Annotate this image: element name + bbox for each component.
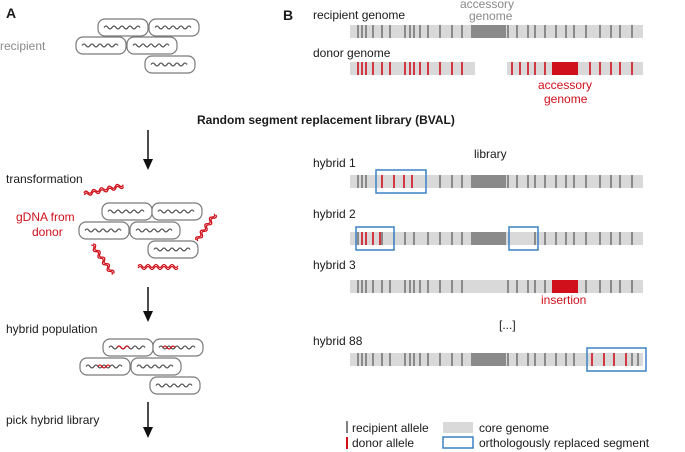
core-genome — [350, 62, 475, 75]
replaced-segment-box — [586, 347, 647, 372]
panel-b-label: B — [283, 7, 293, 23]
accessory-top-line1: accessory — [460, 0, 514, 11]
recipient-genome-track — [350, 25, 643, 38]
cell — [147, 240, 199, 259]
gdna-label-line1: gDNA from — [16, 210, 75, 224]
replaced-segment-box — [508, 226, 539, 251]
accessory-bottom-line2: genome — [544, 92, 588, 106]
cell — [78, 221, 130, 240]
hybrid-3-label: hybrid 3 — [313, 258, 356, 272]
cell — [129, 221, 181, 240]
gdna-strand — [91, 244, 114, 275]
pick-library-label: pick hybrid library — [6, 413, 99, 427]
cell — [148, 18, 200, 37]
chromosome — [84, 228, 122, 233]
accessory-segment — [552, 280, 578, 293]
gdna-strand — [196, 214, 217, 242]
replaced-segment-box — [355, 226, 395, 251]
donor-segment — [116, 345, 130, 350]
hybrid-population-label: hybrid population — [6, 322, 97, 336]
chromosome — [158, 345, 196, 350]
cell — [102, 338, 154, 357]
chromosome — [153, 247, 191, 252]
recipient-genome-label: recipient genome — [313, 8, 405, 22]
gdna-fragment — [91, 243, 115, 275]
cell — [151, 202, 203, 221]
gdna-label-line2: donor — [32, 225, 63, 239]
legend-replaced-swatch — [442, 436, 474, 449]
cell — [126, 36, 178, 55]
legend: recipient allele donor allele core genom… — [346, 421, 650, 450]
donor-gdna-fragments — [83, 183, 217, 275]
ellipsis: [...] — [499, 318, 516, 332]
chromosome — [136, 364, 174, 369]
chromosome — [103, 25, 141, 30]
accessory-segment — [552, 62, 578, 75]
gdna-strand — [92, 243, 115, 274]
accessory-top-line2: genome — [469, 9, 513, 23]
hybrid-population-cells — [79, 338, 204, 395]
core-genome — [350, 280, 643, 293]
cell — [79, 357, 131, 376]
gdna-fragment — [195, 213, 217, 242]
transformation-label: transformation — [6, 172, 83, 186]
accessory-segment — [471, 25, 506, 38]
gdna-strand — [83, 183, 124, 194]
hybrid-1-track — [350, 169, 643, 194]
diagram-title: Random segment replacement library (BVAL… — [197, 113, 455, 127]
accessory-segment — [471, 175, 506, 188]
legend-core-swatch — [443, 422, 473, 433]
transformation-cells — [78, 202, 203, 259]
hybrid-1-label: hybrid 1 — [313, 156, 356, 170]
gdna-strand — [137, 265, 179, 271]
recipient-label: recipient — [0, 39, 46, 53]
cell — [152, 338, 204, 357]
chromosome — [150, 62, 188, 67]
donor-genome-track — [350, 62, 643, 75]
chromosome — [155, 383, 193, 388]
arrow-1 — [143, 130, 153, 170]
panel-a-label: A — [6, 5, 16, 21]
chromosome — [85, 364, 123, 369]
cell — [144, 55, 196, 74]
hybrid-2-label: hybrid 2 — [313, 207, 356, 221]
hybrid-2-track — [350, 226, 643, 251]
hybrid-88-label: hybrid 88 — [313, 334, 363, 348]
gdna-fragment — [137, 263, 179, 271]
legend-donor-allele: donor allele — [352, 436, 414, 450]
donor-segment — [97, 364, 111, 369]
donor-genome-label: donor genome — [313, 46, 391, 60]
cell — [97, 18, 149, 37]
legend-orthologous: orthologously replaced segment — [479, 436, 650, 450]
recipient-cells — [75, 18, 200, 74]
cell — [130, 357, 182, 376]
chromosome — [81, 43, 119, 48]
hybrid-3-track — [350, 280, 643, 293]
hybrid-88-track — [350, 347, 647, 372]
arrow-3 — [143, 402, 153, 438]
chromosome — [135, 228, 173, 233]
gdna-strand — [137, 263, 179, 269]
replaced-segment-box — [375, 169, 427, 194]
library-label: library — [474, 147, 507, 161]
arrow-2 — [143, 287, 153, 322]
gdna-strand — [195, 213, 216, 241]
legend-core-genome: core genome — [479, 421, 549, 435]
cell — [149, 376, 201, 395]
insertion-label: insertion — [541, 293, 586, 307]
gdna-fragment — [83, 183, 125, 196]
accessory-segment — [471, 232, 506, 245]
cell — [75, 36, 127, 55]
donor-segment — [162, 345, 176, 350]
legend-recipient-allele: recipient allele — [352, 421, 429, 435]
chromosome — [154, 25, 192, 30]
chromosome — [107, 209, 145, 214]
chromosome — [132, 43, 170, 48]
cell — [101, 202, 153, 221]
chromosome — [157, 209, 195, 214]
accessory-segment — [471, 353, 506, 366]
gdna-strand — [83, 185, 125, 196]
accessory-bottom-line1: accessory — [538, 78, 592, 92]
